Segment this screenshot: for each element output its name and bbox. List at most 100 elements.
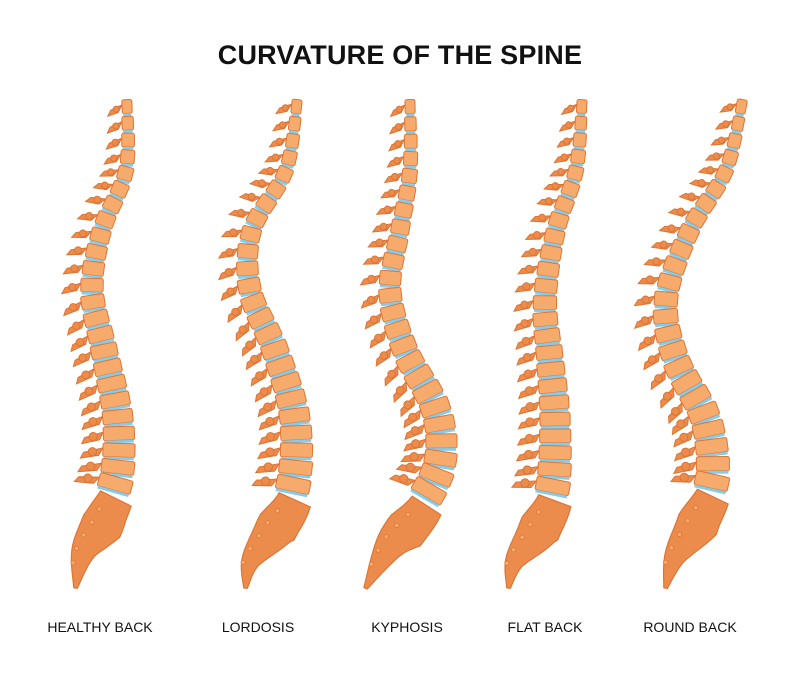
- intervertebral-disc: [536, 341, 560, 347]
- vertebra: [268, 132, 301, 152]
- sacral-foramen: [96, 506, 102, 512]
- vertebra: [678, 192, 717, 216]
- vertebra: [393, 363, 435, 404]
- sacral-foramen: [81, 532, 87, 538]
- intervertebral-disc: [577, 113, 586, 117]
- intervertebral-disc: [264, 191, 278, 202]
- intervertebral-disc: [384, 316, 406, 325]
- intervertebral-disc: [260, 335, 283, 348]
- spine-healthy-back: [60, 99, 136, 589]
- sacral-foramen: [375, 547, 381, 553]
- vertebra: [98, 164, 135, 185]
- intervertebral-disc: [540, 442, 570, 446]
- vertebra: [403, 433, 458, 452]
- vertebra: [75, 357, 123, 385]
- intervertebral-disc: [93, 355, 119, 363]
- vertebra: [643, 255, 688, 279]
- intervertebral-disc: [101, 207, 117, 217]
- intervertebral-disc: [101, 472, 133, 479]
- intervertebral-disc: [253, 319, 275, 332]
- vertebra: [510, 475, 571, 499]
- vertebra: [386, 150, 419, 169]
- vertebra: [359, 269, 402, 289]
- intervertebral-disc: [274, 178, 288, 186]
- intervertebral-disc: [548, 224, 565, 232]
- intervertebral-disc: [418, 475, 449, 491]
- intervertebral-disc: [714, 177, 728, 186]
- vertebra: [62, 260, 106, 280]
- vertebra: [63, 293, 106, 317]
- sacral-foramen: [256, 533, 262, 539]
- vertebra: [264, 149, 298, 169]
- vertebra: [379, 184, 417, 205]
- vertebra: [400, 378, 444, 418]
- intervertebral-disc: [727, 146, 739, 152]
- sacral-foramen: [663, 559, 669, 565]
- vertebra: [719, 98, 748, 118]
- vertebra: [704, 148, 739, 169]
- intervertebral-disc: [694, 205, 709, 216]
- vertebra: [257, 442, 314, 461]
- vertebra: [251, 473, 312, 498]
- vertebra: [650, 238, 694, 262]
- vertebra: [103, 149, 136, 167]
- intervertebral-disc: [411, 376, 435, 392]
- intervertebral-disc: [240, 290, 261, 298]
- intervertebral-disc: [394, 215, 410, 222]
- vertebra: [258, 424, 313, 445]
- vertebra: [669, 470, 731, 495]
- sacral-foramen: [74, 545, 80, 551]
- vertebra: [65, 242, 108, 264]
- sacral-foramen: [274, 508, 281, 514]
- sacrum: [240, 492, 312, 589]
- intervertebral-disc: [109, 192, 124, 201]
- vertebra: [79, 442, 136, 461]
- label-lordosis: LORDOSIS: [221, 619, 295, 635]
- vertebra: [364, 302, 407, 330]
- intervertebral-disc: [394, 348, 418, 359]
- vertebra: [667, 207, 708, 231]
- vertebra: [516, 428, 572, 446]
- vertebra: [403, 395, 452, 429]
- intervertebral-disc: [246, 305, 268, 316]
- intervertebral-disc: [405, 130, 416, 134]
- intervertebral-disc: [275, 384, 302, 396]
- intervertebral-disc: [662, 268, 682, 279]
- vertebra: [650, 354, 695, 391]
- vertebra: [254, 458, 314, 479]
- vertebra: [80, 425, 136, 445]
- vertebra: [371, 218, 411, 239]
- vertebra: [70, 324, 115, 353]
- vertebra: [660, 369, 704, 409]
- intervertebral-disc: [285, 147, 297, 152]
- vertebra: [395, 462, 455, 491]
- sacrum: [662, 488, 729, 590]
- sacrum: [504, 494, 572, 589]
- intervertebral-disc: [104, 439, 134, 444]
- vertebra: [520, 244, 563, 264]
- sacral-foramen: [519, 534, 525, 540]
- intervertebral-disc: [534, 309, 556, 313]
- intervertebral-disc: [684, 219, 700, 231]
- intervertebral-disc: [398, 198, 413, 205]
- intervertebral-disc: [82, 274, 103, 280]
- vertebra: [80, 390, 131, 417]
- sacral-foramen: [676, 531, 683, 537]
- label-round-back: ROUND BACK: [643, 619, 737, 635]
- sacral-foramen: [383, 534, 389, 540]
- vertebra: [514, 277, 559, 297]
- intervertebral-disc: [89, 240, 107, 248]
- intervertebral-disc: [669, 252, 688, 262]
- vertebra: [672, 456, 730, 475]
- vertebra: [274, 98, 303, 117]
- intervertebral-disc: [535, 291, 556, 297]
- vertebra: [517, 411, 571, 430]
- intervertebral-disc: [538, 475, 570, 480]
- intervertebral-disc: [540, 391, 567, 397]
- vertebra: [258, 406, 311, 431]
- intervertebral-disc: [405, 148, 417, 152]
- intervertebral-disc: [279, 472, 311, 479]
- vertebra: [66, 308, 110, 336]
- vertebra: [543, 179, 581, 201]
- intervertebral-disc: [275, 488, 308, 498]
